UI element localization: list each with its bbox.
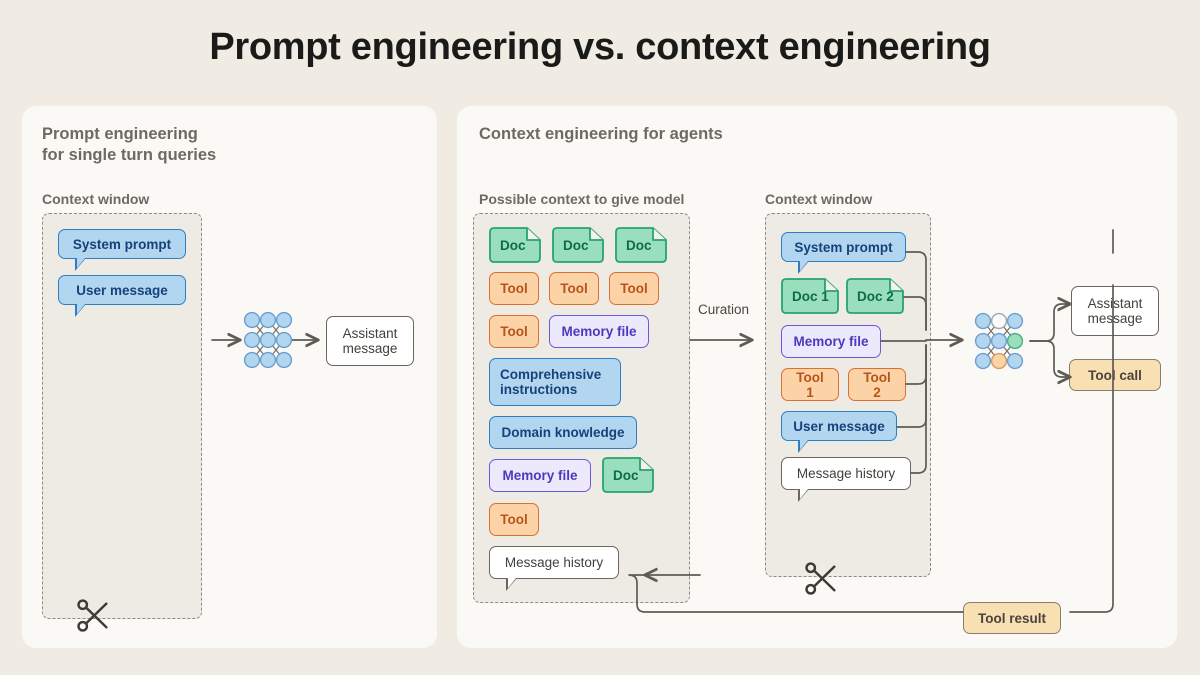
left-context-window-label: Context window	[42, 191, 150, 207]
card-doc-4[interactable]: Doc	[602, 457, 654, 493]
possible-context-label: Possible context to give model	[479, 191, 685, 207]
ctx-card-memory-file[interactable]: Memory file	[781, 325, 881, 358]
ctx-card-user-message[interactable]: User message	[781, 411, 897, 453]
left-context-window-box	[42, 213, 202, 619]
card-doc-2-label: Doc	[563, 237, 589, 253]
ctx-card-doc-2-label: Doc 2	[857, 288, 894, 304]
ctx-card-doc-1-label: Doc 1	[792, 288, 829, 304]
card-doc-1[interactable]: Doc	[489, 227, 541, 263]
card-message-history-possible[interactable]: Message history	[489, 546, 619, 591]
left-panel-title: Prompt engineering for single turn queri…	[42, 125, 217, 164]
card-system-prompt[interactable]: System prompt	[58, 229, 186, 271]
ctx-card-doc-1[interactable]: Doc 1	[781, 278, 839, 314]
ctx-card-tool-1[interactable]: Tool 1	[781, 368, 839, 401]
card-user-message[interactable]: User message	[58, 275, 186, 317]
card-doc-3[interactable]: Doc	[615, 227, 667, 263]
ctx-card-message-history[interactable]: Message history	[781, 457, 911, 502]
left-panel: Prompt engineering for single turn queri…	[22, 106, 437, 648]
card-doc-1-label: Doc	[500, 237, 526, 253]
ctx-card-system-prompt[interactable]: System prompt	[781, 232, 906, 274]
card-memory-file-1[interactable]: Memory file	[549, 315, 649, 348]
right-panel-title: Context engineering for agents	[479, 125, 723, 143]
card-assistant-message-right[interactable]: Assistant message	[1071, 286, 1159, 336]
card-domain-knowledge[interactable]: Domain knowledge	[489, 416, 637, 449]
card-doc-2[interactable]: Doc	[552, 227, 604, 263]
card-tool-call[interactable]: Tool call	[1069, 359, 1161, 391]
right-context-window-label: Context window	[765, 191, 873, 207]
card-tool-5[interactable]: Tool	[489, 503, 539, 536]
card-doc-3-label: Doc	[626, 237, 652, 253]
right-panel: Context engineering for agents Possible …	[457, 106, 1177, 648]
card-assistant-message[interactable]: Assistant message	[326, 316, 414, 366]
card-doc-4-label: Doc	[613, 467, 639, 483]
card-memory-file-2[interactable]: Memory file	[489, 459, 591, 492]
card-comprehensive-instructions[interactable]: Comprehensive instructions	[489, 358, 621, 406]
ctx-card-tool-2[interactable]: Tool 2	[848, 368, 906, 401]
curation-label: Curation	[698, 302, 750, 317]
card-tool-result[interactable]: Tool result	[963, 602, 1061, 634]
card-tool-1[interactable]: Tool	[489, 272, 539, 305]
ctx-card-doc-2[interactable]: Doc 2	[846, 278, 904, 314]
card-tool-4[interactable]: Tool	[489, 315, 539, 348]
card-tool-3[interactable]: Tool	[609, 272, 659, 305]
page-title: Prompt engineering vs. context engineeri…	[209, 26, 991, 68]
card-tool-2[interactable]: Tool	[549, 272, 599, 305]
